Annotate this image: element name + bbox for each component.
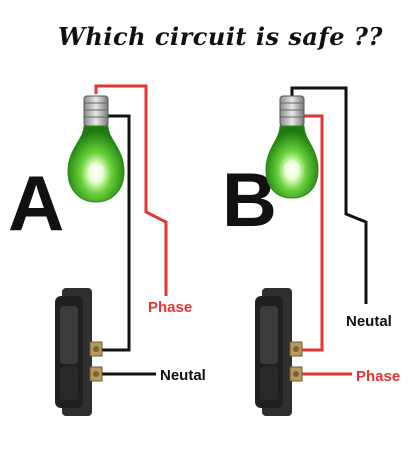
circuit-a-neutral-wire-upper [100,114,131,352]
circuit-a-phase-wire [94,84,168,296]
rocker-switch-icon [255,288,303,416]
circuit-a: A Phase Neutal [8,84,206,416]
circuit-b-phase-wire-upper [300,114,324,352]
page-title: Which circuit is safe ?? [57,22,383,51]
light-bulb-icon [67,95,125,203]
circuit-a-letter: A [8,159,64,247]
circuit-b-neutral-wire [290,86,368,304]
circuit-b: B Neutal Phase [222,86,400,416]
light-bulb-icon [265,95,319,199]
circuit-b-phase-label: Phase [356,368,400,385]
circuit-a-neutral-label: Neutal [160,367,206,384]
circuit-a-phase-label: Phase [148,299,192,316]
rocker-switch-icon [55,288,103,416]
circuit-b-neutral-label: Neutal [346,313,392,330]
